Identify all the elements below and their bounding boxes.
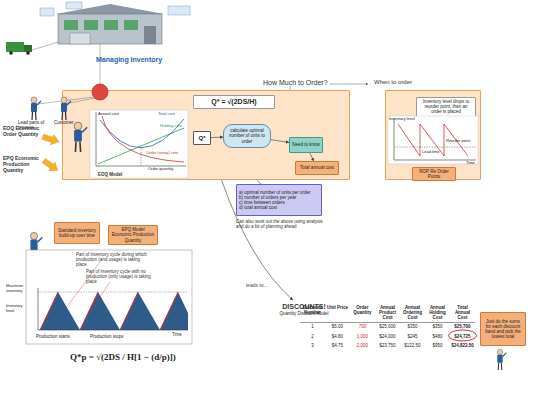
note-label: Production stops [90,334,126,339]
table-header: Annual Ordering Cost [400,305,425,321]
table-header: Total Annual Cost [450,305,475,321]
process-box: Need to know [289,137,323,153]
note-label: Can also work out the above using analys… [236,219,326,229]
table-cell: $245 [400,334,425,339]
callout-box: Just do the sums for each discount band … [480,312,526,346]
table-cell: $950 [425,343,450,348]
node-text: a) optimal number of units per order [239,190,311,195]
note-label: Total cost [158,112,186,117]
table-cell: 3 [300,343,325,348]
list-box: a) optimal number of units per orderb) n… [236,184,322,216]
roof [56,4,164,14]
table-cell: $4.75 [325,343,350,348]
note-label: Inventory level [389,117,415,122]
warehouse [58,14,162,44]
note-label: Holding cost [160,124,186,129]
note-label: Time [466,161,480,166]
table-cell: 2,000 [350,343,375,348]
note-label: Time [172,332,188,337]
process-box: Total annual cost [295,161,339,175]
node-text: b) number of orders per year [239,195,296,200]
table-cell: $350 [425,324,450,329]
process-circle: calculate optimal number of units to ord… [223,124,271,148]
table-cell: 1 [300,324,325,329]
node-text: ROP Re Order Points [415,169,453,179]
epq-chart [26,250,192,344]
table-cell: $24,725 [450,334,475,339]
callout-box: Standard inventory build-up over time [54,222,100,244]
note-label: Inventory level [6,304,26,313]
label-box: ROP Re Order Points [412,167,456,181]
node-text: Q* = √(2DS/H) [211,98,256,106]
section-heading: How Much to Order? [263,79,328,87]
note-label: Annual cost [98,112,122,117]
truck [6,42,24,52]
table-cell: $5.00 [325,324,350,329]
section-box: How Much to Order?Q* = √(2DS/H)Q*calcula… [62,90,350,180]
note-label: Production starts [36,334,72,339]
table-cell: $350 [400,324,425,329]
note-label: Order quantity [148,167,184,172]
section-box: When to orderInventory level drops to re… [385,90,481,180]
table-header: Discount Number [300,305,325,315]
table-cell: $25,700 [450,324,475,329]
note-label: Q*p = √(2DS / H[1 − (d/p)]) [70,352,220,362]
symbol-box: Q* [193,131,211,145]
formula-box: Q* = √(2DS/H) [193,95,275,109]
table-cell: $480 [425,334,450,339]
table-cell: $24,000 [375,334,400,339]
table-cell: $24,822.50 [450,343,475,348]
edge-label: leads to... [246,282,268,288]
yellow-arrow [41,131,62,148]
table-cell: $122.50 [400,343,425,348]
node-text: Total annual cost [300,165,334,170]
table-cell: 1,000 [350,334,375,339]
note-box: Inventory level drops to reorder point, … [416,97,476,117]
note-label: Part of inventory cycle during which pro… [76,252,152,268]
note-label: EOQ Economic Order Quantity [3,126,41,138]
section-heading: When to order [374,79,412,86]
note-label: Maximum inventory [6,284,36,293]
node-text: EPQ Model Economic Production Quantity [111,227,155,243]
table-header: Annual Product Cost [375,305,400,321]
note-label: Part of inventory cycle with no producti… [86,269,158,285]
node-text: Q* [198,135,205,142]
table-header: Unit Price [325,305,350,310]
node-text: Standard inventory build-up over time [57,228,97,238]
table-cell: $23,750 [375,343,400,348]
node-text: calculate optimal number of units to ord… [226,128,268,144]
node-text: d) total annual cost [239,205,277,210]
node-text: Inventory level drops to reorder point, … [419,99,473,115]
table-cell: $25,000 [375,324,400,329]
yellow-arrow [40,155,62,175]
table-cell: $4.80 [325,334,350,339]
note-label: EOQ Model [98,172,138,177]
note-label: Lead time [422,150,444,155]
note-label: Customer [54,120,80,125]
table-cell: 2 [300,334,325,339]
node-text: c) time between orders [239,200,285,205]
node-text: Need to know [292,142,320,147]
table-cell: 700 [350,324,375,329]
node-text: Just do the sums for each discount band … [483,319,523,340]
note-label: EPQ Economic Production Quantity [3,156,41,173]
table-header: Order Quantity [350,305,375,315]
note-label: Order (setup) cost [146,151,186,156]
table-header: Annual Holding Cost [425,305,450,321]
note-label: Reorder point [446,139,478,144]
callout-box: EPQ Model Economic Production Quantity [108,225,158,245]
highlight-ellipse [449,330,477,341]
diagram-title: Managing Inventory [96,56,162,63]
